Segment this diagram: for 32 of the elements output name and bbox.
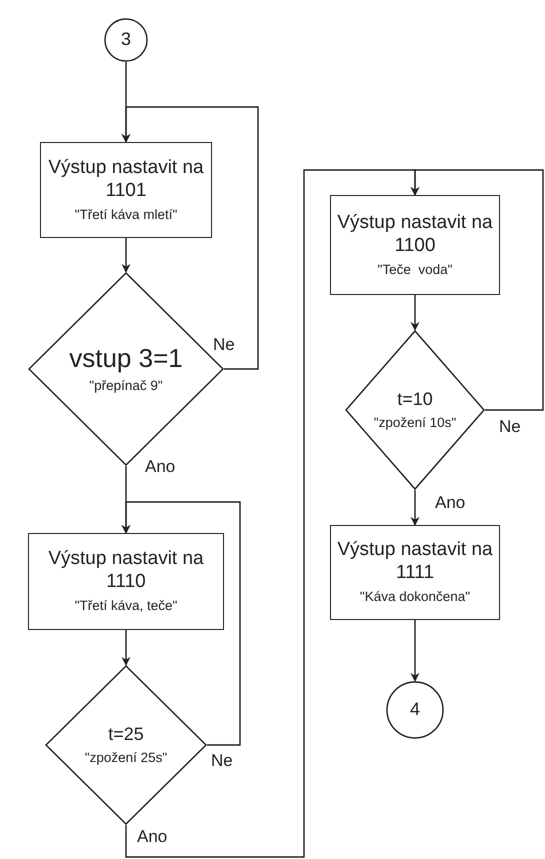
node-title: t=25 (108, 724, 144, 746)
node-note: "Káva dokončena" (360, 588, 470, 606)
node-title: Výstup nastavit na 1110 (47, 548, 205, 594)
connector-circle (386, 681, 444, 739)
node-title: t=10 (397, 388, 433, 411)
process-box (40, 142, 212, 238)
node-note: "zpožení 25s" (84, 748, 168, 766)
node-title: Výstup nastavit na 1101 (47, 156, 205, 203)
node-title: Výstup nastavit na 1100 (336, 212, 494, 258)
node-note: "Třetí káva mletí" (74, 206, 178, 224)
node-note: "Třetí káva, teče" (74, 597, 178, 615)
arrow (410, 169, 544, 411)
process-box (28, 533, 224, 630)
connector-circle (104, 18, 148, 62)
arrow (410, 295, 420, 331)
node-title: 4 (410, 699, 420, 721)
arrow (122, 501, 241, 746)
arrow (122, 630, 130, 666)
arrow (410, 490, 420, 526)
node-note: "Teče voda" (378, 260, 452, 278)
arrow (122, 238, 130, 273)
node-title: vstup 3=1 (69, 343, 183, 374)
decision-diamond (345, 330, 485, 490)
node-title: Výstup nastavit na 1111 (336, 539, 494, 586)
arrow (410, 620, 420, 682)
process-box (330, 525, 500, 620)
process-box (330, 195, 500, 295)
node-note: "zpožení 10s" (374, 414, 456, 432)
node-title: 3 (120, 29, 131, 51)
arrow (122, 106, 259, 370)
decision-diamond (45, 665, 207, 825)
node-note: "přepínač 9" (89, 377, 163, 395)
